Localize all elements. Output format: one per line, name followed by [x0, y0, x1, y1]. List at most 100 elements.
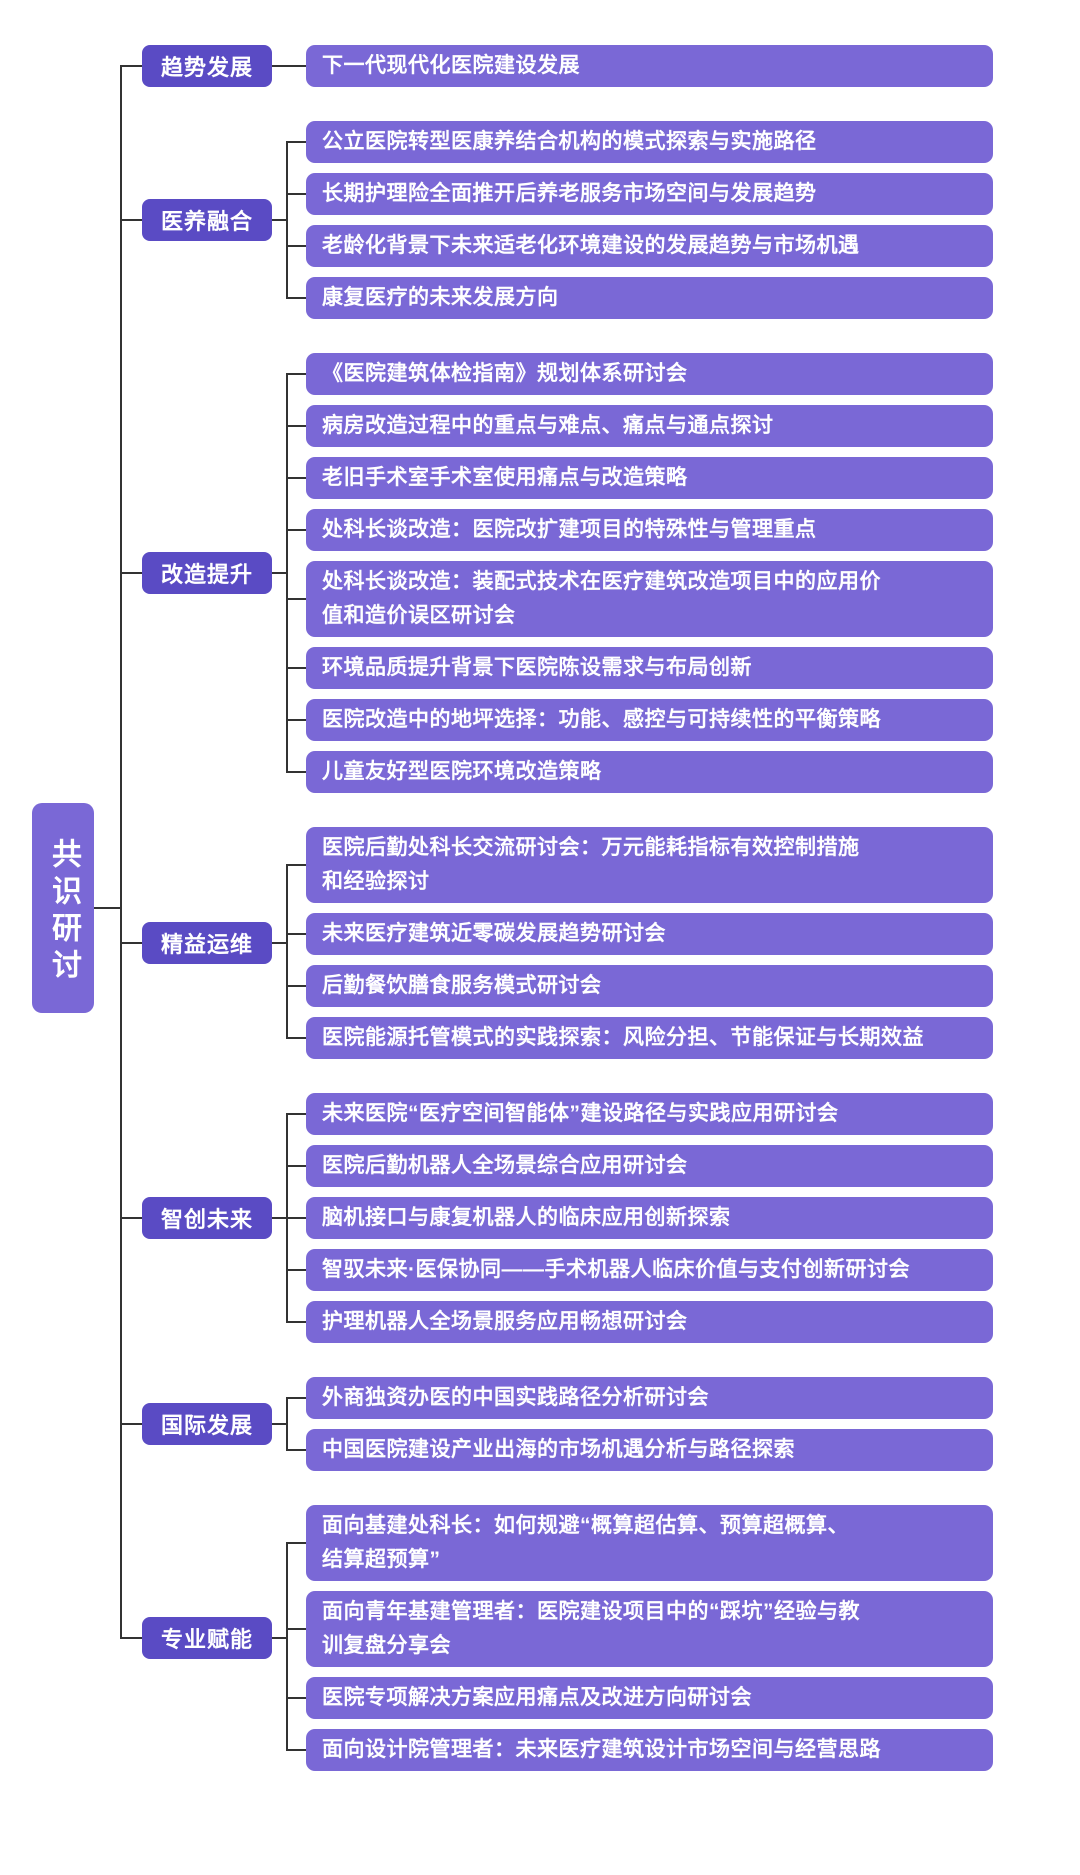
connector-stub: [272, 65, 286, 67]
connector-line: [286, 1187, 306, 1239]
topic-node: 医院能源托管模式的实践探索：风险分担、节能保证与长期效益: [306, 1017, 993, 1059]
topic-node: 面向基建处科长：如何规避“概算超估算、预算超概算、 结算超预算”: [306, 1505, 993, 1581]
connector-line: [120, 1471, 142, 1771]
connector-line: [120, 793, 142, 1059]
connector-line: [286, 955, 306, 1007]
topic-row: 面向青年基建管理者：医院建设项目中的“踩坑”经验与教 训复盘分享会: [286, 1581, 993, 1667]
branch-list: 趋势发展 下一代现代化医院建设发展 医养融合 公立医院转型医康养结合机构的模式探…: [120, 45, 993, 1771]
topic-node: 老龄化背景下未来适老化环境建设的发展趋势与市场机遇: [306, 225, 993, 267]
branch-trend-development: 趋势发展 下一代现代化医院建设发展: [120, 45, 993, 87]
connector-line: [286, 1135, 306, 1187]
topic-node: 医院改造中的地坪选择：功能、感控与可持续性的平衡策略: [306, 699, 993, 741]
connector-line: [120, 1343, 142, 1471]
topic-row: 智驭未来·医保协同——手术机器人临床价值与支付创新研讨会: [286, 1239, 993, 1291]
connector-line: [120, 319, 142, 793]
topic-node: 环境品质提升背景下医院陈设需求与布局创新: [306, 647, 993, 689]
connector-stub: [272, 219, 286, 221]
branch-professional-empowerment: 专业赋能 面向基建处科长：如何规避“概算超估算、预算超概算、 结算超预算” 面向…: [120, 1471, 993, 1771]
topic-row: 医院后勤处科长交流研讨会：万元能耗指标有效控制措施 和经验探讨: [286, 827, 993, 903]
category-international-development: 国际发展: [142, 1403, 272, 1445]
branch-international-development: 国际发展 外商独资办医的中国实践路径分析研讨会 中国医院建设产业出海的市场机遇分…: [120, 1343, 993, 1471]
connector-line: [286, 163, 306, 215]
topic-node: 医院后勤机器人全场景综合应用研讨会: [306, 1145, 993, 1187]
connector-line: [286, 903, 306, 955]
connector-line: [286, 551, 306, 637]
connector-line: [286, 1419, 306, 1471]
topic-node: 《医院建筑体检指南》规划体系研讨会: [306, 353, 993, 395]
topic-row: 面向基建处科长：如何规避“概算超估算、预算超概算、 结算超预算”: [286, 1505, 993, 1581]
connector-line: [286, 45, 306, 87]
mindmap: 共识研讨 趋势发展 下一代现代化医院建设发展 医养融合 公立医院转型医康: [32, 45, 993, 1771]
category-lean-operations: 精益运维: [142, 922, 272, 964]
topic-row: 面向设计院管理者：未来医疗建筑设计市场空间与经营思路: [286, 1719, 993, 1771]
category-trend-development: 趋势发展: [142, 45, 272, 87]
topic-row: 未来医院“医疗空间智能体”建设路径与实践应用研讨会: [286, 1093, 993, 1135]
topic-node: 医院后勤处科长交流研讨会：万元能耗指标有效控制措施 和经验探讨: [306, 827, 993, 903]
topic-node: 长期护理险全面推开后养老服务市场空间与发展趋势: [306, 173, 993, 215]
topic-node: 中国医院建设产业出海的市场机遇分析与路径探索: [306, 1429, 993, 1471]
topic-node: 病房改造过程中的重点与难点、痛点与通点探讨: [306, 405, 993, 447]
topic-node: 面向青年基建管理者：医院建设项目中的“踩坑”经验与教 训复盘分享会: [306, 1591, 993, 1667]
topic-row: 外商独资办医的中国实践路径分析研讨会: [286, 1377, 993, 1419]
connector-stub: [272, 1423, 286, 1425]
connector-line: [286, 267, 306, 319]
topic-node: 儿童友好型医院环境改造策略: [306, 751, 993, 793]
connector-line: [286, 1239, 306, 1291]
connector-line: [286, 1667, 306, 1719]
connector-line: [286, 637, 306, 689]
category-smart-future: 智创未来: [142, 1197, 272, 1239]
connector-line: [286, 1505, 306, 1581]
topic-list: 未来医院“医疗空间智能体”建设路径与实践应用研讨会 医院后勤机器人全场景综合应用…: [286, 1093, 993, 1343]
topic-node: 未来医疗建筑近零碳发展趋势研讨会: [306, 913, 993, 955]
topic-row: 康复医疗的未来发展方向: [286, 267, 993, 319]
root-node: 共识研讨: [32, 803, 94, 1013]
topic-row: 医院能源托管模式的实践探索：风险分担、节能保证与长期效益: [286, 1007, 993, 1059]
connector-line: [286, 447, 306, 499]
category-medical-elderly-integration: 医养融合: [142, 199, 272, 241]
connector-stub: [272, 942, 286, 944]
connector-line: [286, 827, 306, 903]
topic-node: 老旧手术室手术室使用痛点与改造策略: [306, 457, 993, 499]
topic-row: 后勤餐饮膳食服务模式研讨会: [286, 955, 993, 1007]
topic-row: 公立医院转型医康养结合机构的模式探索与实施路径: [286, 121, 993, 163]
topic-row: 未来医疗建筑近零碳发展趋势研讨会: [286, 903, 993, 955]
connector-line: [120, 45, 142, 87]
topic-row: 处科长谈改造：装配式技术在医疗建筑改造项目中的应用价 值和造价误区研讨会: [286, 551, 993, 637]
topic-node: 下一代现代化医院建设发展: [306, 45, 993, 87]
category-professional-empowerment: 专业赋能: [142, 1617, 272, 1659]
topic-row: 《医院建筑体检指南》规划体系研讨会: [286, 353, 993, 395]
topic-list: 外商独资办医的中国实践路径分析研讨会 中国医院建设产业出海的市场机遇分析与路径探…: [286, 1377, 993, 1471]
connector-line: [286, 741, 306, 793]
connector-line: [286, 395, 306, 447]
connector-line: [286, 1377, 306, 1419]
connector-line: [286, 215, 306, 267]
connector-line: [286, 689, 306, 741]
branch-smart-future: 智创未来 未来医院“医疗空间智能体”建设路径与实践应用研讨会 医院后勤机器人全场…: [120, 1059, 993, 1343]
connector-line: [286, 1581, 306, 1667]
topic-row: 病房改造过程中的重点与难点、痛点与通点探讨: [286, 395, 993, 447]
branch-medical-elderly-integration: 医养融合 公立医院转型医康养结合机构的模式探索与实施路径 长期护理险全面推开后养…: [120, 87, 993, 319]
connector-line: [120, 87, 142, 319]
topic-list: 医院后勤处科长交流研讨会：万元能耗指标有效控制措施 和经验探讨 未来医疗建筑近零…: [286, 827, 993, 1059]
branch-renovation-upgrade: 改造提升 《医院建筑体检指南》规划体系研讨会 病房改造过程中的重点与难点、痛点与…: [120, 319, 993, 793]
connector-line: [286, 499, 306, 551]
topic-list: 下一代现代化医院建设发展: [286, 45, 993, 87]
connector-line: [286, 353, 306, 395]
topic-row: 中国医院建设产业出海的市场机遇分析与路径探索: [286, 1419, 993, 1471]
topic-node: 脑机接口与康复机器人的临床应用创新探索: [306, 1197, 993, 1239]
topic-node: 处科长谈改造：装配式技术在医疗建筑改造项目中的应用价 值和造价误区研讨会: [306, 561, 993, 637]
topic-list: 《医院建筑体检指南》规划体系研讨会 病房改造过程中的重点与难点、痛点与通点探讨 …: [286, 353, 993, 793]
topic-row: 儿童友好型医院环境改造策略: [286, 741, 993, 793]
topic-node: 后勤餐饮膳食服务模式研讨会: [306, 965, 993, 1007]
category-renovation-upgrade: 改造提升: [142, 552, 272, 594]
topic-row: 医院专项解决方案应用痛点及改进方向研讨会: [286, 1667, 993, 1719]
topic-node: 处科长谈改造：医院改扩建项目的特殊性与管理重点: [306, 509, 993, 551]
topic-row: 老旧手术室手术室使用痛点与改造策略: [286, 447, 993, 499]
topic-row: 脑机接口与康复机器人的临床应用创新探索: [286, 1187, 993, 1239]
connector-line: [286, 1719, 306, 1771]
topic-node: 外商独资办医的中国实践路径分析研讨会: [306, 1377, 993, 1419]
connector-stub: [272, 1637, 286, 1639]
topic-node: 护理机器人全场景服务应用畅想研讨会: [306, 1301, 993, 1343]
topic-row: 医院改造中的地坪选择：功能、感控与可持续性的平衡策略: [286, 689, 993, 741]
topic-row: 处科长谈改造：医院改扩建项目的特殊性与管理重点: [286, 499, 993, 551]
